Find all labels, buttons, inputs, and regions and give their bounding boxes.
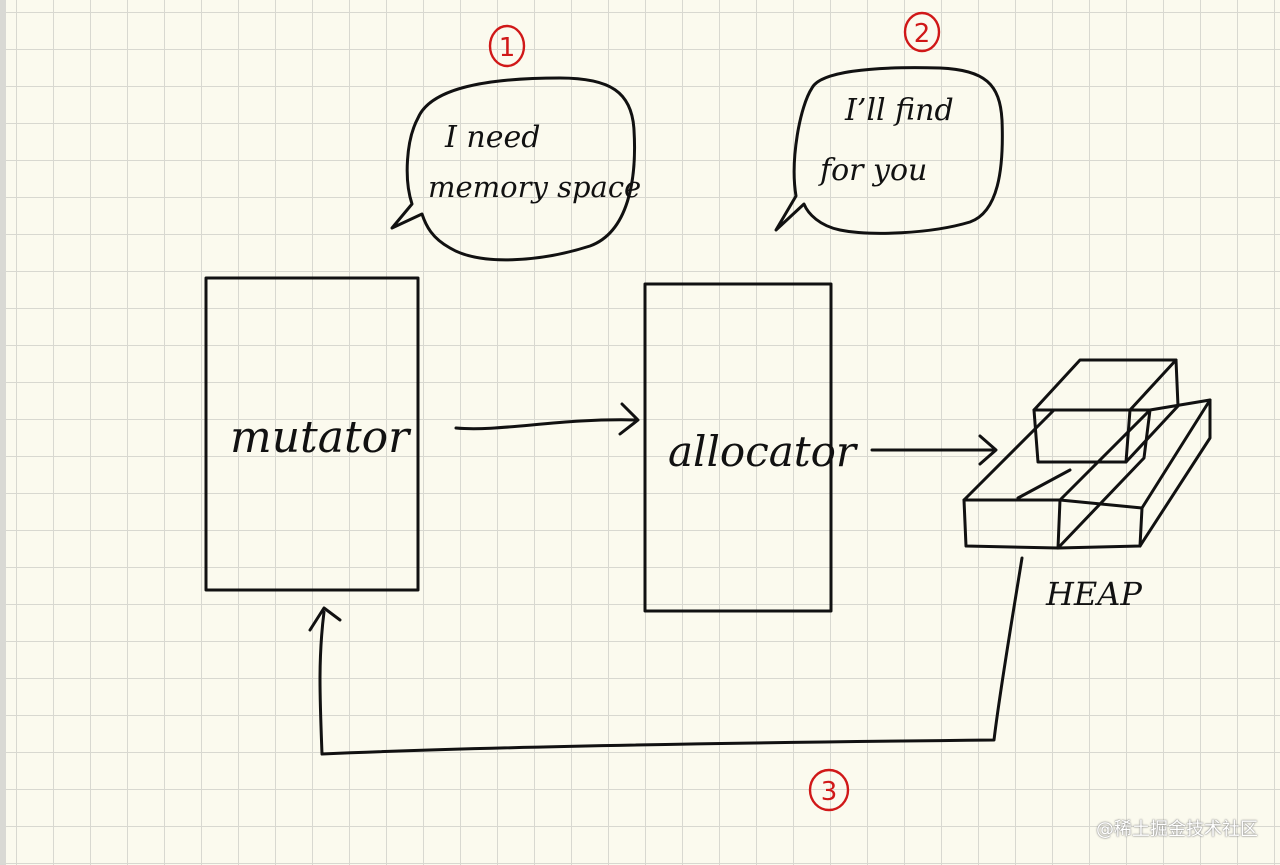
bubble-1-line-2: memory space <box>428 170 641 204</box>
speech-bubble-allocator: I’ll find for you <box>774 66 1004 235</box>
step-2-marker: 2 <box>903 11 941 53</box>
watermark: @稀土掘金技术社区 <box>1096 819 1258 840</box>
heap-label: HEAP <box>1045 575 1142 613</box>
allocator-label: allocator <box>668 427 859 476</box>
speech-bubble-mutator: I need memory space <box>390 76 641 262</box>
arrow-mutator-to-allocator <box>454 402 640 436</box>
bubble-1-line-1: I need <box>444 120 540 155</box>
step-1-label: 1 <box>499 33 516 63</box>
mutator-box: mutator <box>204 276 420 592</box>
allocator-box: allocator <box>643 282 859 613</box>
arrow-allocator-to-heap <box>870 434 998 466</box>
step-2-label: 2 <box>914 19 931 49</box>
step-1-marker: 1 <box>488 24 526 68</box>
mutator-label: mutator <box>230 412 412 463</box>
step-3-marker: 3 <box>808 768 850 812</box>
bubble-2-line-1: I’ll find <box>844 93 954 128</box>
step-3-label: 3 <box>821 777 838 807</box>
heap-blocks <box>962 358 1212 550</box>
page-edge <box>0 0 6 865</box>
bubble-2-line-2: for you <box>818 153 927 188</box>
arrow-heap-to-mutator <box>308 556 1024 756</box>
